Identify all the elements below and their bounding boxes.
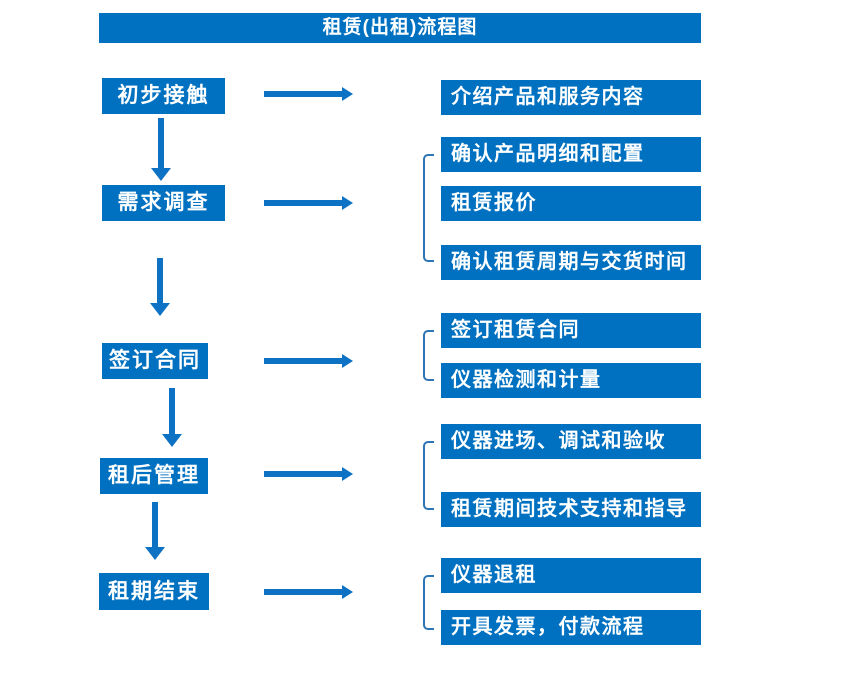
down-arrow-1 xyxy=(151,118,171,181)
detail-box-instrument-setup-acceptance: 仪器进场、调试和验收 xyxy=(441,424,701,459)
flowchart-title: 租赁(出租)流程图 xyxy=(99,13,701,43)
step-box-demand-survey: 需求调查 xyxy=(102,185,225,221)
detail-box-invoice-payment: 开具发票，付款流程 xyxy=(441,610,701,645)
down-arrow-4 xyxy=(145,502,165,560)
down-arrow-2 xyxy=(150,258,170,316)
down-arrow-shaft xyxy=(169,388,175,434)
right-arrow-5 xyxy=(264,585,353,599)
down-arrow-head xyxy=(150,303,170,316)
detail-box-confirm-period-delivery: 确认租赁周期与交货时间 xyxy=(441,245,701,280)
down-arrow-shaft xyxy=(157,258,163,303)
detail-box-introduce-products: 介绍产品和服务内容 xyxy=(441,80,701,115)
detail-box-instrument-return: 仪器退租 xyxy=(441,558,701,593)
group-bracket-2 xyxy=(423,154,434,262)
step-box-initial-contact: 初步接触 xyxy=(102,78,225,114)
down-arrow-shaft xyxy=(158,118,164,168)
down-arrow-head xyxy=(151,168,171,181)
detail-box-rental-quote: 租赁报价 xyxy=(441,186,701,221)
right-arrow-1 xyxy=(264,87,353,101)
detail-box-confirm-product-details: 确认产品明细和配置 xyxy=(441,137,701,172)
right-arrow-3 xyxy=(264,354,353,368)
right-arrow-head xyxy=(342,87,353,101)
detail-box-sign-rental-contract: 签订租赁合同 xyxy=(441,313,701,348)
right-arrow-shaft xyxy=(264,471,342,477)
right-arrow-4 xyxy=(264,467,353,481)
right-arrow-2 xyxy=(264,196,353,210)
detail-box-tech-support: 租赁期间技术支持和指导 xyxy=(441,492,701,527)
right-arrow-shaft xyxy=(264,358,342,364)
group-bracket-4 xyxy=(423,441,434,510)
right-arrow-head xyxy=(342,585,353,599)
down-arrow-head xyxy=(162,434,182,447)
step-box-rental-end: 租期结束 xyxy=(99,573,209,610)
group-bracket-5 xyxy=(423,575,434,630)
right-arrow-shaft xyxy=(264,200,342,206)
step-box-post-rental-management: 租后管理 xyxy=(100,458,208,494)
right-arrow-head xyxy=(342,196,353,210)
detail-box-instrument-testing: 仪器检测和计量 xyxy=(441,363,701,398)
right-arrow-shaft xyxy=(264,91,342,97)
down-arrow-shaft xyxy=(152,502,158,547)
right-arrow-shaft xyxy=(264,589,342,595)
step-box-sign-contract: 签订合同 xyxy=(102,343,208,379)
right-arrow-head xyxy=(342,354,353,368)
group-bracket-3 xyxy=(423,330,434,381)
down-arrow-3 xyxy=(162,388,182,447)
down-arrow-head xyxy=(145,547,165,560)
right-arrow-head xyxy=(342,467,353,481)
